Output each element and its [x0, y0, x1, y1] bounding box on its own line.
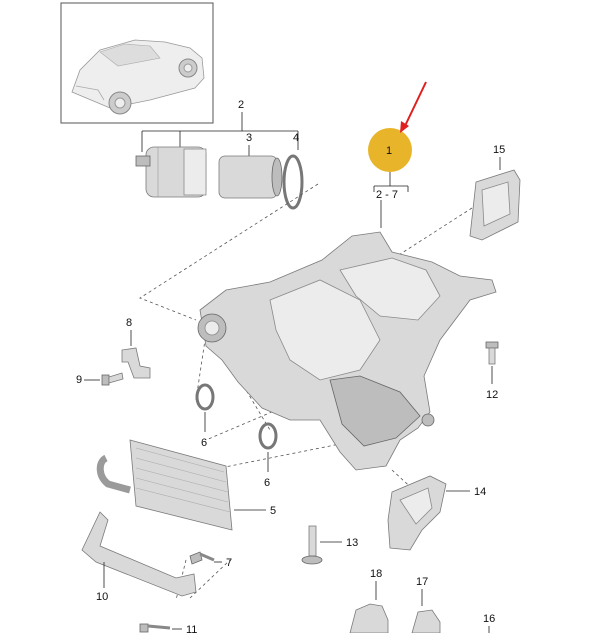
highlight-circle — [368, 128, 412, 172]
oil-cooler-5: 5 — [96, 439, 276, 531]
callout-1: 1 — [386, 145, 392, 157]
callout-6b: 6 — [264, 477, 270, 489]
bolt-12: 12 — [485, 341, 499, 401]
callout-14: 14 — [474, 486, 486, 498]
bolt-9: 9 — [76, 372, 124, 386]
bracket-10: 10 — [81, 511, 197, 603]
highlight-callout-1: 1 2 - 7 — [368, 81, 427, 228]
callout-2-7: 2 - 7 — [376, 189, 398, 201]
callout-16: 16 — [483, 613, 495, 625]
callout-4: 4 — [293, 132, 299, 144]
oil-filter-housing — [135, 146, 207, 198]
callout-12: 12 — [486, 389, 498, 401]
callout-3: 3 — [246, 132, 252, 144]
callout-2: 2 — [238, 99, 244, 111]
callout-10: 10 — [96, 591, 108, 603]
red-arrow-head — [400, 121, 409, 133]
callout-13: 13 — [346, 537, 358, 549]
callout-9: 9 — [76, 374, 82, 386]
oil-pan-main — [197, 231, 497, 471]
vehicle-thumbnail — [60, 2, 214, 124]
bolt-13: 13 — [301, 525, 358, 565]
bolt-11: 11 — [139, 623, 197, 633]
part-18: 18 — [349, 568, 389, 633]
seal-6a: 6 — [195, 383, 215, 449]
seal-ring-4 — [282, 154, 304, 210]
bracket-8: 8 — [121, 317, 151, 379]
part-17: 17 — [411, 576, 441, 633]
callout-17: 17 — [416, 576, 428, 588]
oil-filter-element — [218, 155, 283, 199]
part-16: 16 — [483, 613, 495, 633]
callout-8: 8 — [126, 317, 132, 329]
bolt-7: 7 — [189, 551, 232, 569]
callout-11: 11 — [186, 624, 197, 633]
callout-7: 7 — [226, 557, 232, 569]
callout-6a: 6 — [201, 437, 207, 449]
red-arrow — [403, 81, 427, 129]
cover-15: 15 — [469, 144, 521, 241]
callout-15: 15 — [493, 144, 505, 156]
callout-5: 5 — [270, 505, 276, 517]
seal-6b: 6 — [258, 422, 278, 489]
callout-18: 18 — [370, 568, 382, 580]
cover-14: 14 — [387, 475, 486, 551]
